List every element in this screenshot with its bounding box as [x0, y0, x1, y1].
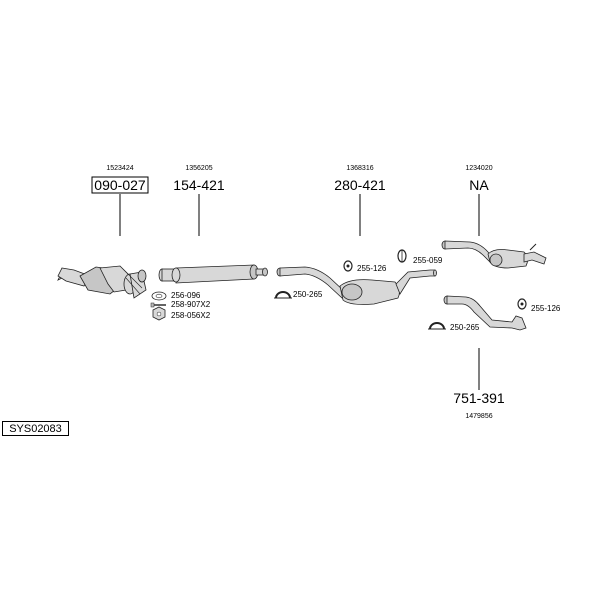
front-pipe-ref: 1523424 [106, 165, 133, 172]
center-silencer-number: 280-421 [334, 177, 386, 193]
rubber-3-group[interactable]: 255-126 [517, 298, 561, 313]
bolt-group[interactable]: 258-907X2 [150, 300, 211, 309]
rubber-1-group[interactable]: 255-126 [343, 260, 387, 273]
clamp-1-number: 250-265 [293, 290, 323, 299]
diagram-id-label: SYS02083 [2, 421, 69, 436]
center-silencer-group[interactable]: 1368316 280-421 [276, 165, 437, 305]
nut-number: 258-056X2 [171, 311, 211, 320]
front-pipe-number-box [91, 176, 149, 194]
front-pipe-group[interactable]: 1523424 090-027 [57, 165, 149, 299]
clamp-1-group[interactable]: 250-265 [274, 290, 323, 299]
clamp-1-icon [275, 291, 291, 299]
middle-silencer-ref: 1356205 [185, 165, 212, 172]
middle-silencer-number: 154-421 [173, 177, 225, 193]
rubber-1-number: 255-126 [357, 264, 387, 273]
rubber-2-group[interactable]: 255-059 [397, 249, 443, 265]
front-pipe-number: 090-027 [94, 177, 146, 193]
middle-silencer-group[interactable]: 1356205 154-421 [158, 165, 268, 284]
clamp-2-group[interactable]: 250-265 [428, 322, 480, 332]
rear-silencer-b-number: 751-391 [453, 390, 505, 406]
clamp-2-icon [429, 322, 445, 330]
gasket-number: 256-096 [171, 291, 201, 300]
middle-silencer-drawing [158, 264, 268, 284]
rear-silencer-b-drawing [443, 295, 527, 331]
rear-silencer-b-group[interactable]: 751-391 1479856 [443, 295, 527, 420]
rear-silencer-a-group[interactable]: 1234020 NA [441, 165, 547, 269]
rear-silencer-a-ref: 1234020 [465, 165, 492, 172]
rear-silencer-b-ref: 1479856 [465, 413, 492, 420]
bolt-number: 258-907X2 [171, 300, 211, 309]
rear-silencer-a-number: NA [469, 177, 489, 193]
gasket-group[interactable]: 256-096 [151, 291, 201, 301]
center-silencer-drawing [276, 266, 437, 305]
rear-silencer-a-drawing [441, 240, 547, 269]
rubber-2-number: 255-059 [413, 256, 443, 265]
center-silencer-ref: 1368316 [346, 165, 373, 172]
front-pipe-drawing [57, 265, 147, 299]
rubber-3-number: 255-126 [531, 304, 561, 313]
nut-group[interactable]: 258-056X2 [152, 306, 211, 321]
clamp-2-number: 250-265 [450, 323, 480, 332]
